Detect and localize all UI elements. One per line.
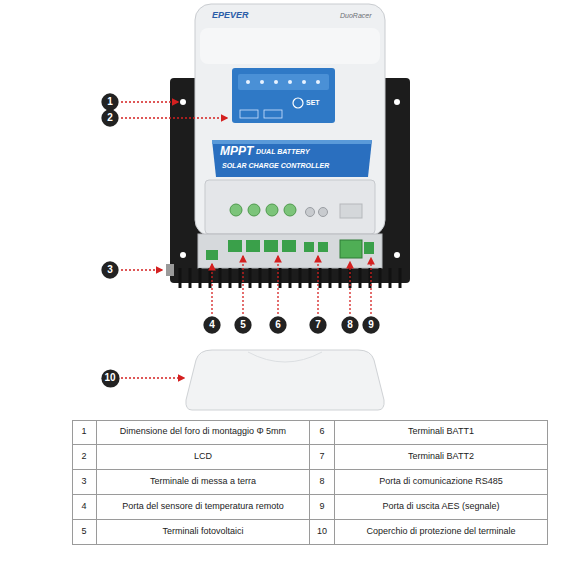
product-line: SOLAR CHARGE CONTROLLER	[222, 162, 329, 169]
callout-number: 9	[368, 320, 374, 330]
table-cell: 5	[72, 520, 97, 545]
table-description: Porta di comunicazione RS485	[379, 477, 503, 487]
table-description: Terminali BATT1	[408, 427, 474, 437]
table-cell: 7	[310, 445, 335, 470]
callout-circle: 9	[362, 316, 380, 334]
callout-circle: 10	[101, 369, 120, 388]
callout-circle: 6	[269, 316, 287, 334]
button-label: SET	[306, 99, 320, 106]
table-cell: 1	[72, 420, 97, 445]
table-cell: Dimensione del foro di montaggio Φ 5mm	[97, 420, 310, 445]
table-cell: LCD	[97, 445, 310, 470]
table-number: 2	[81, 452, 86, 462]
table-number: 7	[319, 452, 324, 462]
table-cell: 9	[310, 495, 335, 520]
table-cell: Terminali fotovoltaici	[97, 520, 310, 545]
callout-circle: 4	[203, 316, 221, 334]
table-number: 9	[319, 502, 324, 512]
table-cell: Porta di comunicazione RS485	[335, 470, 548, 495]
table-description: Dimensione del foro di montaggio Φ 5mm	[120, 427, 286, 437]
table-cell: 4	[72, 495, 97, 520]
table-number: 4	[81, 502, 86, 512]
callout-number: 6	[275, 320, 281, 330]
table-description: Terminali fotovoltaici	[162, 527, 243, 537]
table-number: 5	[81, 527, 86, 537]
table-number: 6	[319, 427, 324, 437]
table-description: Porta di uscita AES (segnale)	[382, 502, 499, 512]
table-number: 10	[317, 527, 327, 537]
table-cell: Porta di uscita AES (segnale)	[335, 495, 548, 520]
table-description: LCD	[194, 452, 212, 462]
table-cell: 8	[310, 470, 335, 495]
table-number: 8	[319, 477, 324, 487]
callout-number: 1	[107, 97, 113, 107]
table-cell: Terminali BATT2	[335, 445, 548, 470]
table-cell: Terminale di messa a terra	[97, 470, 310, 495]
table-cell: 10	[310, 520, 335, 545]
callout-circle: 1	[101, 93, 119, 111]
callout-circle: 3	[101, 261, 119, 279]
table-description: Porta del sensore di temperatura remoto	[122, 502, 284, 512]
model-name: DuoRacer	[340, 12, 372, 19]
table-cell: Coperchio di protezione del terminale	[335, 520, 548, 545]
callout-number: 4	[209, 320, 215, 330]
callout-number: 10	[104, 373, 115, 383]
callout-number: 2	[107, 113, 113, 123]
table-description: Coperchio di protezione del terminale	[366, 527, 515, 537]
product-type: MPPT	[220, 145, 253, 157]
table-description: Terminale di messa a terra	[150, 477, 256, 487]
callout-number: 8	[347, 320, 353, 330]
table-cell: 6	[310, 420, 335, 445]
callout-number: 3	[107, 265, 113, 275]
table-cell: Porta del sensore di temperatura remoto	[97, 495, 310, 520]
table-cell: 2	[72, 445, 97, 470]
table-description: Terminali BATT2	[408, 452, 474, 462]
product-line: DUAL BATTERY	[256, 148, 310, 155]
callout-number: 5	[240, 320, 246, 330]
table-cell: Terminali BATT1	[335, 420, 548, 445]
callout-number: 7	[315, 320, 321, 330]
brand-logo: EPEVER	[212, 11, 249, 20]
table-number: 3	[81, 477, 86, 487]
table-number: 1	[81, 427, 86, 437]
callout-circle: 7	[309, 316, 327, 334]
table-cell: 3	[72, 470, 97, 495]
callout-circle: 5	[234, 316, 252, 334]
callout-circle: 2	[101, 109, 119, 127]
callout-circle: 8	[341, 316, 359, 334]
